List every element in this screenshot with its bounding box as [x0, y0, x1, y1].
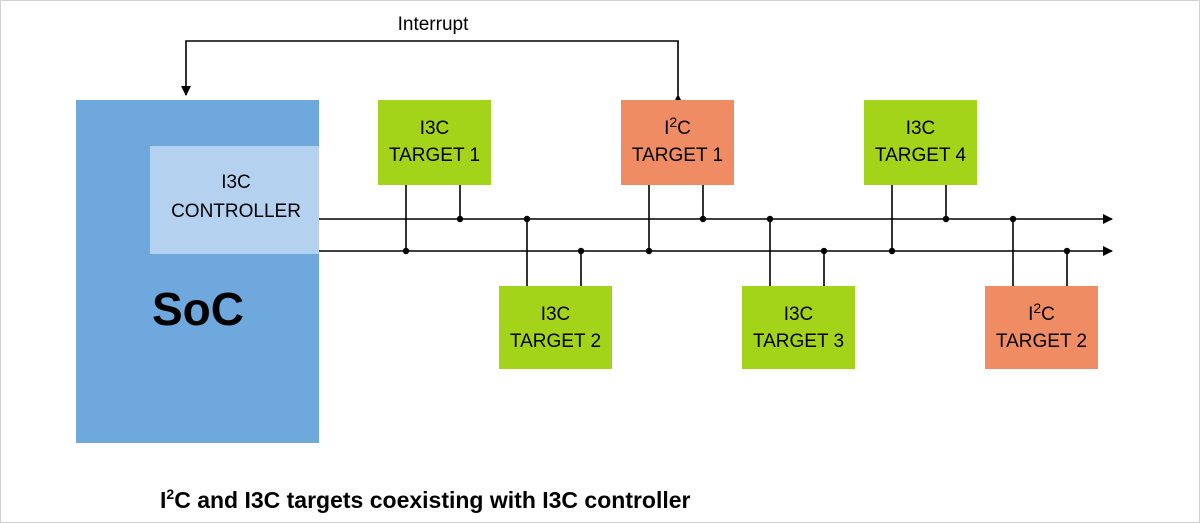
i3c-target-4-junction-right	[942, 215, 950, 223]
i3c-target-1: I3C TARGET 1	[378, 100, 491, 255]
i2c-target-1-label-sup: 2	[669, 114, 677, 130]
i3c-target-3-junction-left	[766, 215, 774, 223]
i3c-target-4-label-line1: I3C	[906, 118, 936, 139]
i3c-target-1-junction-left	[402, 247, 410, 255]
i3c-target-3-label-line1: I3C	[784, 304, 814, 325]
i2c-target-2-label-line2: TARGET 2	[996, 331, 1087, 352]
i3c-target-1-label-line2: TARGET 1	[389, 145, 480, 166]
i3c-target-4-junction-left	[888, 247, 896, 255]
i3c-target-1-box	[378, 100, 491, 185]
i2c-target-1-label-base: I	[664, 118, 669, 139]
i2c-target-2-junction-left	[1009, 215, 1017, 223]
i2c-target-1-junction-right	[699, 215, 707, 223]
controller-label-line2: CONTROLLER	[171, 201, 301, 222]
interrupt-label: Interrupt	[398, 14, 469, 35]
i2c-target-2-label-sup: 2	[1033, 300, 1041, 316]
i3c-target-2: I3C TARGET 2	[499, 215, 612, 369]
i3c-target-3-box	[742, 286, 855, 369]
i3c-target-3-label-line2: TARGET 3	[753, 331, 844, 352]
i2c-target-2-junction-right	[1063, 247, 1071, 255]
i3c-target-1-label-line1: I3C	[420, 118, 450, 139]
diagram-caption: I2C and I3C targets coexisting with I3C …	[160, 486, 691, 513]
i3c-target-2-box	[499, 286, 612, 369]
i2c-target-2-label-line1: I2C	[1028, 300, 1055, 325]
i3c-target-4-label-line2: TARGET 4	[875, 145, 967, 166]
i2c-target-2-label-rest: C	[1041, 304, 1055, 325]
caption-part1: I	[160, 487, 166, 513]
i3c-target-2-junction-left	[523, 215, 531, 223]
i3c-target-1-junction-right	[456, 215, 464, 223]
i2c-target-2: I2C TARGET 2	[985, 215, 1098, 369]
i2c-target-1-label-rest: C	[677, 118, 691, 139]
i3c-target-2-label-line2: TARGET 2	[510, 331, 601, 352]
i2c-target-1: I2C TARGET 1	[621, 100, 734, 255]
controller-block	[150, 146, 319, 254]
i3c-target-3-junction-right	[820, 247, 828, 255]
i3c-target-3: I3C TARGET 3	[742, 215, 855, 369]
i2c-target-1-junction-left	[645, 247, 653, 255]
caption-sup: 2	[166, 486, 174, 502]
i3c-target-4: I3C TARGET 4	[864, 100, 977, 255]
i3c-target-4-box	[864, 100, 977, 185]
soc-label: SoC	[152, 283, 244, 335]
controller-label-line1: I3C	[221, 172, 251, 193]
interrupt-line	[181, 40, 683, 104]
i2c-target-1-label-line2: TARGET 1	[632, 145, 723, 166]
i3c-target-2-label-line1: I3C	[541, 304, 571, 325]
i2c-target-2-box	[985, 286, 1098, 369]
i2c-target-2-label-base: I	[1028, 304, 1033, 325]
i3c-target-2-junction-right	[577, 247, 585, 255]
i2c-target-1-box	[621, 100, 734, 185]
i2c-target-1-label-line1: I2C	[664, 114, 691, 139]
caption-part2: C and I3C targets coexisting with I3C co…	[174, 487, 690, 513]
